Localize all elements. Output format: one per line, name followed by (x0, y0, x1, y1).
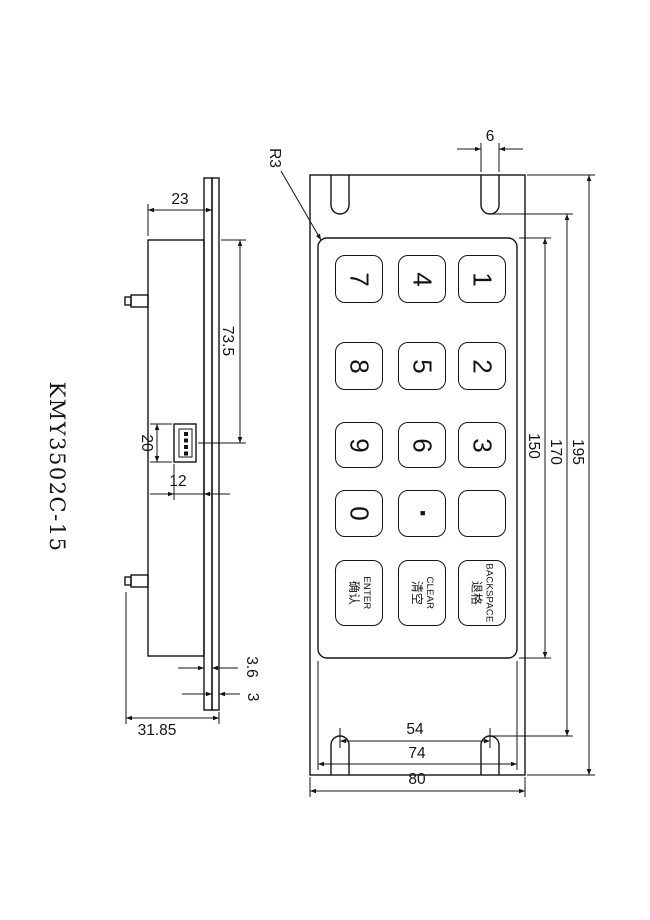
mounting-slot-top-right (480, 175, 500, 215)
dim-depth-label: 23 (171, 191, 189, 209)
key-digit-9-label: 9 (344, 437, 375, 453)
key-blank (458, 490, 506, 537)
side-view-outline (124, 177, 220, 711)
dim-connector-offset-label: 73.5 (218, 325, 236, 357)
key-digit-7-label: 7 (344, 271, 375, 287)
key-dot: · (398, 490, 446, 537)
side-view-dimension-lines (125, 204, 246, 724)
key-digit-6-label: 6 (407, 437, 438, 453)
connector (173, 423, 197, 463)
part-number: KMY3502C-15 (45, 381, 70, 553)
mounting-slot-top-left (330, 175, 350, 215)
key-digit-8: 8 (335, 342, 383, 390)
key-digit-4: 4 (398, 255, 446, 303)
mounting-stud-top (124, 294, 149, 308)
key-clear-text-zh: 清空 (409, 580, 424, 605)
key-dot-label: · (406, 508, 439, 519)
dim-connector-inset-label: 12 (169, 473, 187, 491)
key-enter-label: ENTER 确认 (346, 570, 372, 616)
key-enter-text-en: ENTER (360, 576, 372, 610)
dim-plate-b-label: 3 (243, 692, 261, 702)
key-digit-7: 7 (335, 255, 383, 303)
key-digit-1-label: 1 (467, 271, 498, 287)
key-digit-2: 2 (458, 342, 506, 390)
key-digit-8-label: 8 (344, 358, 375, 374)
key-digit-4-label: 4 (407, 271, 438, 287)
dim-total-depth-label: 31.85 (137, 722, 177, 740)
key-digit-9: 9 (335, 422, 383, 468)
key-backspace-text-en: BACKSPACE (483, 563, 495, 623)
key-clear: CLEAR 清空 (398, 560, 446, 626)
key-backspace: BACKSPACE 退格 (458, 560, 506, 626)
key-backspace-label: BACKSPACE 退格 (469, 563, 495, 622)
key-clear-text-en: CLEAR (423, 576, 435, 610)
dim-overall-width-label: 80 (408, 771, 426, 789)
dim-plate-a-label: 3.6 (242, 656, 260, 678)
keypad-face-plate (317, 237, 518, 659)
key-digit-3: 3 (458, 422, 506, 468)
key-digit-3-label: 3 (467, 437, 498, 453)
key-enter-text-zh: 确认 (346, 580, 361, 605)
dim-slot-centers-label: 54 (406, 721, 424, 739)
key-backspace-text-zh: 退格 (469, 580, 484, 606)
front-view-outline (309, 174, 526, 776)
key-digit-6: 6 (398, 422, 446, 468)
key-digit-0-label: 0 (344, 506, 375, 521)
dim-face-length-label: 150 (524, 433, 542, 459)
dim-connector-length-label: 20 (137, 434, 155, 452)
dim-slot-width-label: 6 (485, 128, 495, 146)
key-enter: ENTER 确认 (335, 560, 383, 626)
dim-face-width-label: 74 (408, 745, 426, 763)
mounting-stud-bottom (124, 574, 149, 588)
radius-callout-label: R3 (265, 148, 283, 168)
key-digit-5-label: 5 (407, 358, 438, 374)
key-digit-2-label: 2 (467, 358, 498, 374)
key-digit-1: 1 (458, 255, 506, 303)
dim-overall-length-label: 195 (568, 439, 586, 465)
key-digit-5: 5 (398, 342, 446, 390)
key-clear-label: CLEAR 清空 (409, 570, 435, 616)
key-digit-0: 0 (335, 490, 383, 537)
front-view-dimension-lines (280, 143, 595, 797)
dim-slot-span-label: 170 (546, 439, 564, 465)
